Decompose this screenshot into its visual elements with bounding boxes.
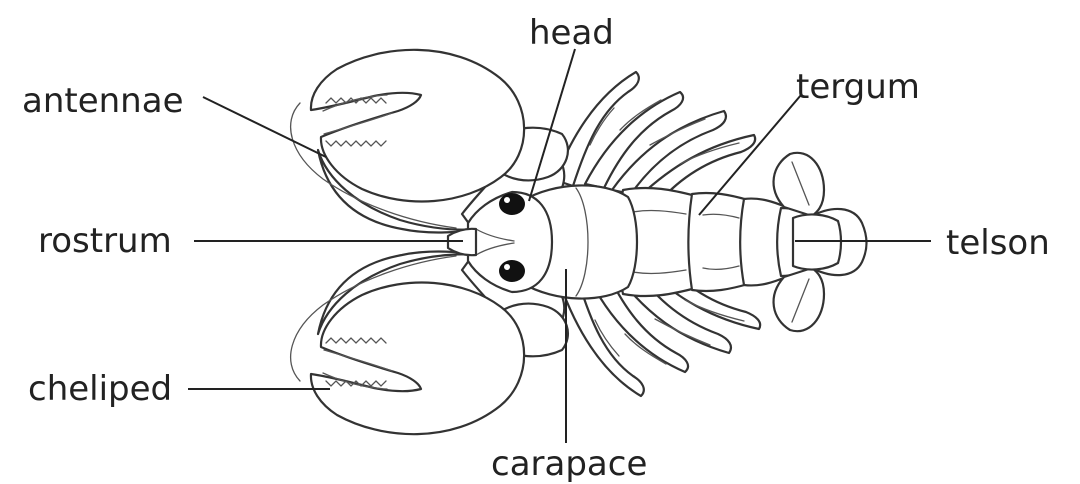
label-rostrum: rostrum: [38, 222, 172, 260]
label-cheliped: cheliped: [28, 370, 172, 408]
head-drawing: [448, 192, 552, 292]
label-head: head: [529, 14, 614, 52]
label-antennae: antennae: [22, 82, 183, 120]
label-carapace: carapace: [491, 445, 647, 483]
label-telson: telson: [946, 224, 1050, 262]
label-tergum: tergum: [796, 68, 920, 106]
upper-walking-legs: [555, 72, 755, 202]
